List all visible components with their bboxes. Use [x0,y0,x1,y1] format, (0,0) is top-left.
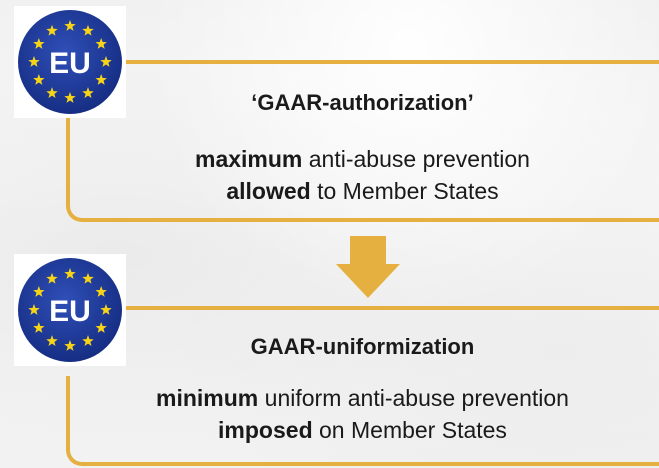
top-box-line-2-rest: to Member States [310,178,499,204]
bottom-box-line-2: imposed on Member States [66,414,659,446]
star-icon [82,335,94,347]
eu-flag-icon: EU [14,254,126,366]
bottom-box-line-1: minimum uniform anti-abuse prevention [66,382,659,414]
bottom-box-line-2-strong: imposed [218,417,313,443]
top-box-line-1-rest: anti-abuse prevention [302,146,530,172]
star-icon [100,304,112,315]
star-icon [82,272,94,284]
top-frame-bottom-edge [66,188,659,222]
bottom-box-description: minimum uniform anti-abuse prevention im… [66,382,659,446]
star-icon [33,74,45,85]
bottom-box-line-1-strong: minimum [156,385,259,411]
star-icon [46,335,58,347]
top-box-line-2-strong: allowed [226,178,311,204]
star-icon [46,87,58,99]
eu-flag-icon: EU [14,6,126,118]
star-icon [33,322,45,333]
top-box-line-1-strong: maximum [195,146,303,172]
star-icon [33,286,45,297]
star-icon [95,322,107,333]
star-icon [95,74,107,85]
top-frame-top-edge [118,60,659,64]
top-box-title: ‘GAAR-authorization’ [251,90,474,115]
top-box-description: maximum anti-abuse prevention allowed to… [66,143,659,207]
eu-badge-label: EU [49,295,91,328]
star-icon [64,340,76,351]
star-icon [46,24,58,36]
bottom-box-line-2-rest: on Member States [312,417,507,443]
star-icon [28,304,40,315]
bottom-box-line-1-rest: uniform anti-abuse prevention [258,385,569,411]
bottom-box-title: GAAR-uniformization [250,334,475,359]
star-icon [64,92,76,103]
star-icon [95,38,107,49]
star-icon [64,20,76,31]
star-icon [28,56,40,67]
eu-badge-label: EU [49,47,91,80]
bottom-frame-left-edge [66,376,70,446]
star-icon [95,286,107,297]
star-icon [100,56,112,67]
star-icon [46,272,58,284]
star-icon [33,38,45,49]
top-box-line-1: maximum anti-abuse prevention [66,143,659,175]
bottom-frame-bottom-edge [66,430,659,466]
star-icon [64,268,76,279]
star-icon [82,24,94,36]
down-arrow-icon [336,236,400,298]
top-box-line-2: allowed to Member States [66,175,659,207]
bottom-frame-top-edge [118,306,659,310]
top-frame-left-edge [66,104,70,204]
star-icon [82,87,94,99]
